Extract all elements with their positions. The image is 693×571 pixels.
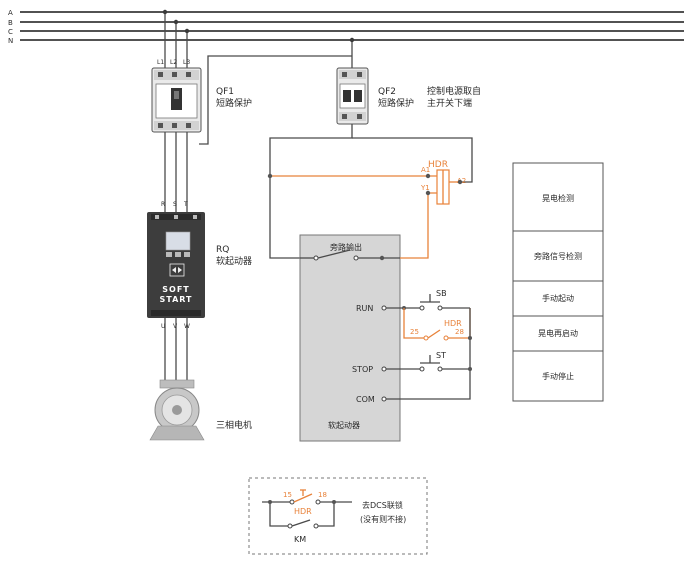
dcs-terminal-15: 15 [283,491,292,499]
control-switches: SB 25 28 HDR ST [386,289,472,400]
contact-25: 25 [410,328,419,336]
contact-28: 28 [455,328,464,336]
bypass-output-label: 旁路输出 [330,242,362,252]
motor: 三相电机 [149,379,252,441]
power-wiring [164,55,473,382]
rq-output-w: W [184,323,190,330]
dcs-terminal-18: 18 [318,491,327,499]
function-list: 晃电检测 旁路信号检测 手动起动 晃电再启动 手动停止 [512,162,604,402]
dcs-note-1: 去DCS联锁 [362,500,403,510]
stop-terminal: STOP [352,365,373,374]
qf1-phase-l1: L1 [157,59,164,66]
qf2-breaker: QF2 短路保护 控制电源取自 主开关下端 [336,67,481,125]
function-item-2: 旁路信号检测 [534,251,582,261]
qf1-phase-l3: L3 [183,59,190,66]
com-terminal: COM [356,395,375,404]
rq-desc: 软起动器 [216,255,252,267]
bus-label-c: C [8,28,13,36]
dcs-hdr-label: HDR [294,507,312,516]
rq-input-t: T [183,201,188,208]
bus-label-b: B [8,19,13,27]
rq-input-r: R [161,201,165,208]
hdr-y1: Y1 [420,184,430,192]
qf1-name: QF1 [216,87,234,97]
dcs-interlock: 15 18 HDR KM 去DCS联锁 (没有则不接) [248,477,428,555]
soft-start-brand-1: SOFT [162,285,189,294]
function-item-4: 晃电再启动 [538,328,578,338]
bus-label-a: A [8,9,13,17]
function-item-5: 手动停止 [542,371,574,381]
dcs-note-2: (没有则不接) [360,514,406,524]
qf1-breaker: L1 L2 L3 QF1 短路保护 [151,59,252,133]
rq-input-s: S [173,201,177,208]
hdr-contact-label: HDR [444,319,462,328]
controller-title: 软起动器 [328,420,360,430]
controller-panel: 旁路输出 RUN STOP COM 软起动器 [299,234,401,442]
qf2-desc: 短路保护 [378,97,414,109]
rq-name: RQ [216,245,229,255]
qf1-desc: 短路保护 [216,97,252,109]
bus-taps [162,9,355,68]
rq-output-u: U [161,323,165,330]
qf2-note-2: 主开关下端 [427,97,472,109]
bus-label-n: N [8,37,13,45]
soft-start-brand-2: START [159,295,192,304]
rq-output-v: V [173,323,178,330]
hdr-a1: A1 [421,166,430,174]
dcs-km-label: KM [294,535,306,544]
motor-label: 三相电机 [216,419,252,431]
function-item-3: 手动起动 [542,293,574,303]
soft-starter: R S T SOFT START U V W RQ 软起动器 [147,201,252,330]
sb-label: SB [436,289,447,298]
st-label: ST [436,351,446,360]
hdr-name: HDR [428,160,448,170]
function-item-1: 晃电检测 [542,193,574,203]
qf2-note-1: 控制电源取自 [427,85,481,97]
power-bus: A B C N [8,9,684,45]
qf1-phase-l2: L2 [170,59,177,66]
run-terminal: RUN [356,304,373,313]
hdr-relay: HDR A1 Y1 A2 [267,160,466,259]
qf2-name: QF2 [378,87,396,97]
